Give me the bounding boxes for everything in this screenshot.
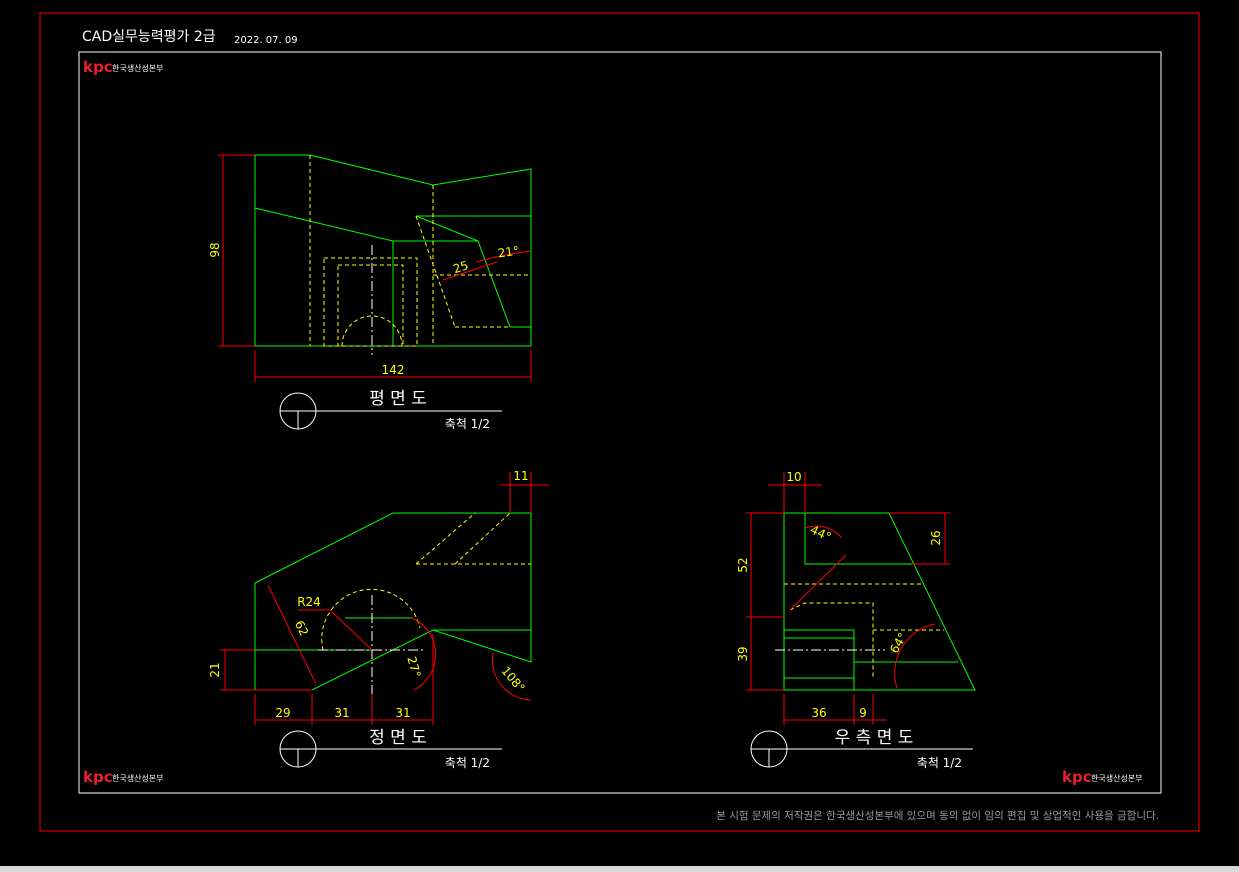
front-dim-angle-b: 108° (498, 664, 527, 695)
plan-dimensions (218, 154, 532, 382)
front-dim-seg3: 31 (395, 706, 410, 720)
right-object-lines (783, 512, 976, 691)
right-view: 10 44° 52 26 39 64° 36 9 우 측 면 도 축척 1/2 (736, 470, 976, 770)
logo-mark: kpc (83, 768, 113, 786)
front-view-title: 정 면 도 (369, 728, 427, 748)
right-dim-angle-a: 44° (808, 523, 833, 545)
plan-view-scale: 축척 1/2 (445, 417, 490, 431)
front-view-symbol (279, 730, 502, 768)
logo-top-left: kpc 한국생산성본부 (83, 58, 164, 76)
plan-dim-slot: 25 (451, 258, 470, 276)
front-hidden-lines (321, 512, 531, 651)
right-dim-top: 10 (786, 470, 801, 484)
window-bottom-edge (0, 866, 1239, 872)
plan-object-lines (254, 154, 532, 347)
copyright-notice: 본 시험 문제의 저작권은 한국생산성본부에 있으며 동의 없이 임의 편집 및… (716, 809, 1159, 822)
front-dim-seg1: 29 (275, 706, 290, 720)
front-dim-angle-a: 27° (404, 655, 423, 679)
logo-mark: kpc (1062, 768, 1092, 786)
right-dim-base1: 36 (811, 706, 826, 720)
right-dim-lower: 39 (736, 646, 750, 661)
right-dim-upper: 52 (736, 557, 750, 572)
plan-view-title: 평 면 도 (369, 389, 427, 409)
plan-view-symbol (279, 392, 502, 430)
right-hidden-lines (784, 583, 944, 678)
front-dim-slope: 62 (292, 618, 311, 638)
sheet-title: CAD실무능력평가 2급 (82, 29, 216, 45)
right-view-symbol (750, 730, 973, 768)
front-dim-left-height: 21 (208, 662, 222, 677)
right-view-title: 우 측 면 도 (835, 728, 914, 748)
sheet-date: 2022. 07. 09 (234, 35, 298, 46)
plan-hidden-lines (309, 155, 531, 347)
logo-mark: kpc (83, 58, 113, 76)
right-dimensions (746, 472, 950, 725)
plan-view: 98 142 25 21° 평 면 도 축척 1/2 (208, 154, 532, 431)
front-view-scale: 축척 1/2 (445, 756, 490, 770)
logo-bottom-right: kpc 한국생산성본부 (1062, 768, 1143, 786)
inner-border (78, 51, 1162, 794)
outer-border (39, 12, 1200, 832)
front-centerlines (318, 595, 425, 700)
front-dim-radius: R24 (297, 595, 321, 609)
plan-dim-width: 142 (382, 363, 405, 377)
front-dimensions (220, 472, 549, 725)
logo-org: 한국생산성본부 (112, 63, 164, 73)
logo-org: 한국생산성본부 (1091, 773, 1143, 783)
logo-org: 한국생산성본부 (112, 773, 164, 783)
plan-dim-height: 98 (208, 242, 222, 257)
right-dim-angle-b: 64° (887, 630, 910, 655)
right-view-scale: 축척 1/2 (917, 756, 962, 770)
right-dim-right-top: 26 (929, 530, 943, 545)
right-dim-base2: 9 (859, 706, 867, 720)
plan-dim-angle: 21° (497, 244, 520, 261)
front-dim-seg2: 31 (334, 706, 349, 720)
logo-bottom-left: kpc 한국생산성본부 (83, 768, 164, 786)
front-dim-top: 11 (513, 469, 528, 483)
front-view: 11 R24 62 21 29 31 31 27° 108° 정 면 도 축척 … (208, 469, 549, 770)
